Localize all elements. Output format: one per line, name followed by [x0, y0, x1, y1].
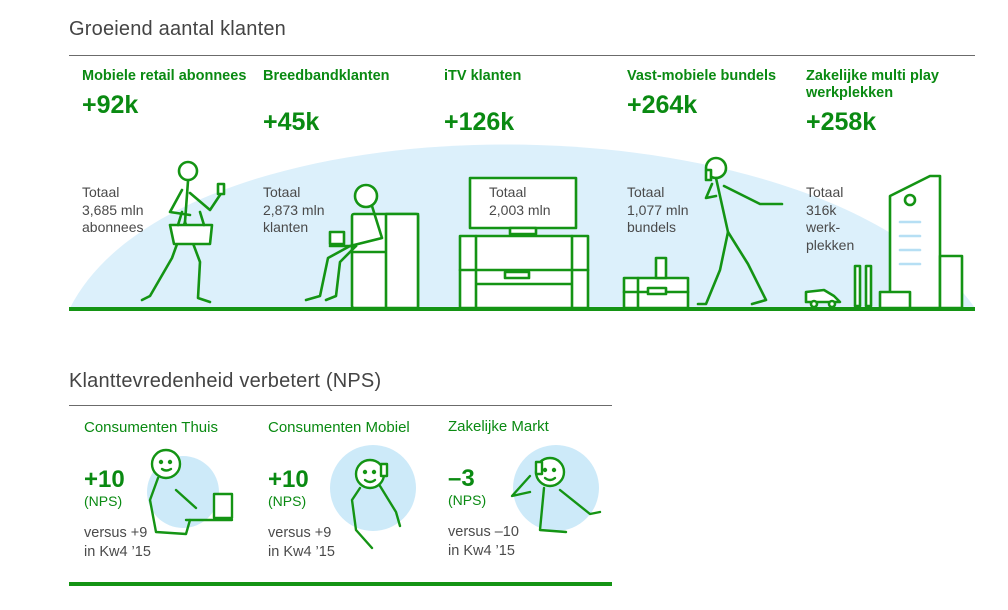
totaal-line: Totaal [489, 184, 527, 200]
nps-versus-line: in Kw4 ’15 [268, 544, 335, 560]
stat-fixed-mobile: Vast-mobiele bundels +264k [627, 68, 797, 119]
nps-bottom-line [69, 582, 612, 586]
totaal-line: 1,077 mln [627, 201, 689, 218]
nps-versus-line: versus +9 [268, 525, 332, 541]
nps-label: Consumenten Thuis [84, 419, 218, 436]
section-title-customers: Groeiend aantal klanten [69, 18, 286, 40]
totaal-bundles: Totaal 1,077 mln bundels [627, 184, 688, 237]
delivery-van-icon [804, 288, 842, 309]
totaal-workplaces: Totaal 316k werk- plekken [806, 184, 854, 254]
totaal-line: werk- [806, 219, 841, 235]
nps-versus-line: in Kw4 ’15 [84, 544, 151, 560]
totaal-mobile: Totaal 3,685 mln abonnees [82, 184, 144, 237]
section-divider [69, 405, 612, 406]
sitting-person-laptop-icon [304, 183, 420, 310]
nps-unit: (NPS) [84, 493, 123, 509]
nps-versus: versus –10 in Kw4 ’15 [448, 523, 628, 561]
stat-business-multiplay: Zakelijke multi play werkplekken +258k [806, 68, 981, 136]
smiling-business-person-phone-icon [510, 456, 602, 534]
stat-value: +258k [806, 108, 877, 136]
stat-mobile-retail: Mobiele retail abonnees +92k [82, 68, 252, 119]
totaal-line: Totaal [806, 184, 844, 200]
stat-value: +126k [444, 108, 515, 136]
totaal-line: Totaal [82, 184, 120, 200]
totaal-line: 3,685 mln [82, 201, 144, 218]
nps-bubble-zakelijk [513, 445, 599, 531]
stat-value: +45k [263, 108, 320, 136]
nps-unit: (NPS) [448, 492, 487, 508]
nps-zakelijke-markt: Zakelijke Markt –3 (NPS) versus –10 in K… [448, 418, 628, 561]
nps-versus-line: in Kw4 ’15 [448, 543, 515, 559]
smiling-person-phone-icon [350, 458, 402, 550]
nps-versus-line: versus +9 [84, 525, 148, 541]
section-title-nps: Klanttevredenheid verbetert (NPS) [69, 370, 382, 392]
totaal-line: Totaal [627, 184, 665, 200]
television-cabinet-icon [458, 176, 590, 310]
stat-value: +264k [627, 91, 698, 119]
pillars-icon [853, 264, 873, 308]
totaal-line: abonnees [82, 219, 144, 235]
totaal-line: plekken [806, 236, 855, 253]
nps-value: –3 [448, 465, 475, 492]
cordless-phone-table-icon [622, 256, 690, 310]
nps-label: Zakelijke Markt [448, 418, 549, 435]
totaal-line: Totaal [263, 184, 301, 200]
nps-versus: versus +9 in Kw4 ’15 [84, 524, 264, 562]
office-building-icon [878, 174, 964, 310]
nps-label: Consumenten Mobiel [268, 419, 410, 436]
stat-label: Zakelijke multi play werkplekken [806, 68, 939, 101]
section-divider [69, 55, 975, 56]
stat-label: Breedbandklanten [263, 68, 390, 84]
totaal-itv: Totaal 2,003 mln [489, 184, 550, 219]
ground-line [69, 307, 975, 311]
smiling-person-laptop-icon [148, 448, 234, 536]
stat-label: Vast-mobiele bundels [627, 68, 777, 84]
nps-value: +10 [268, 466, 309, 493]
totaal-line: 316k [806, 201, 837, 218]
nps-versus: versus +9 in Kw4 ’15 [268, 524, 448, 562]
totaal-line: bundels [627, 219, 677, 235]
totaal-line: 2,003 mln [489, 201, 551, 218]
nps-consumenten-mobiel: Consumenten Mobiel +10 (NPS) versus +9 i… [268, 419, 448, 562]
stat-label: iTV klanten [444, 68, 522, 84]
stat-broadband: Breedbandklanten +45k [263, 68, 433, 136]
person-on-phone-icon [696, 156, 784, 306]
nps-unit: (NPS) [268, 493, 307, 509]
walking-shopper-icon [140, 160, 226, 304]
stat-itv: iTV klanten +126k [444, 68, 614, 136]
totaal-line: 2,873 mln [263, 201, 325, 218]
nps-value: +10 [84, 466, 125, 493]
stat-label: Mobiele retail abonnees [82, 68, 247, 84]
totaal-broadband: Totaal 2,873 mln klanten [263, 184, 324, 237]
totaal-line: klanten [263, 219, 309, 235]
stat-value: +92k [82, 91, 139, 119]
nps-versus-line: versus –10 [448, 524, 519, 540]
nps-consumenten-thuis: Consumenten Thuis +10 (NPS) versus +9 in… [84, 419, 264, 562]
